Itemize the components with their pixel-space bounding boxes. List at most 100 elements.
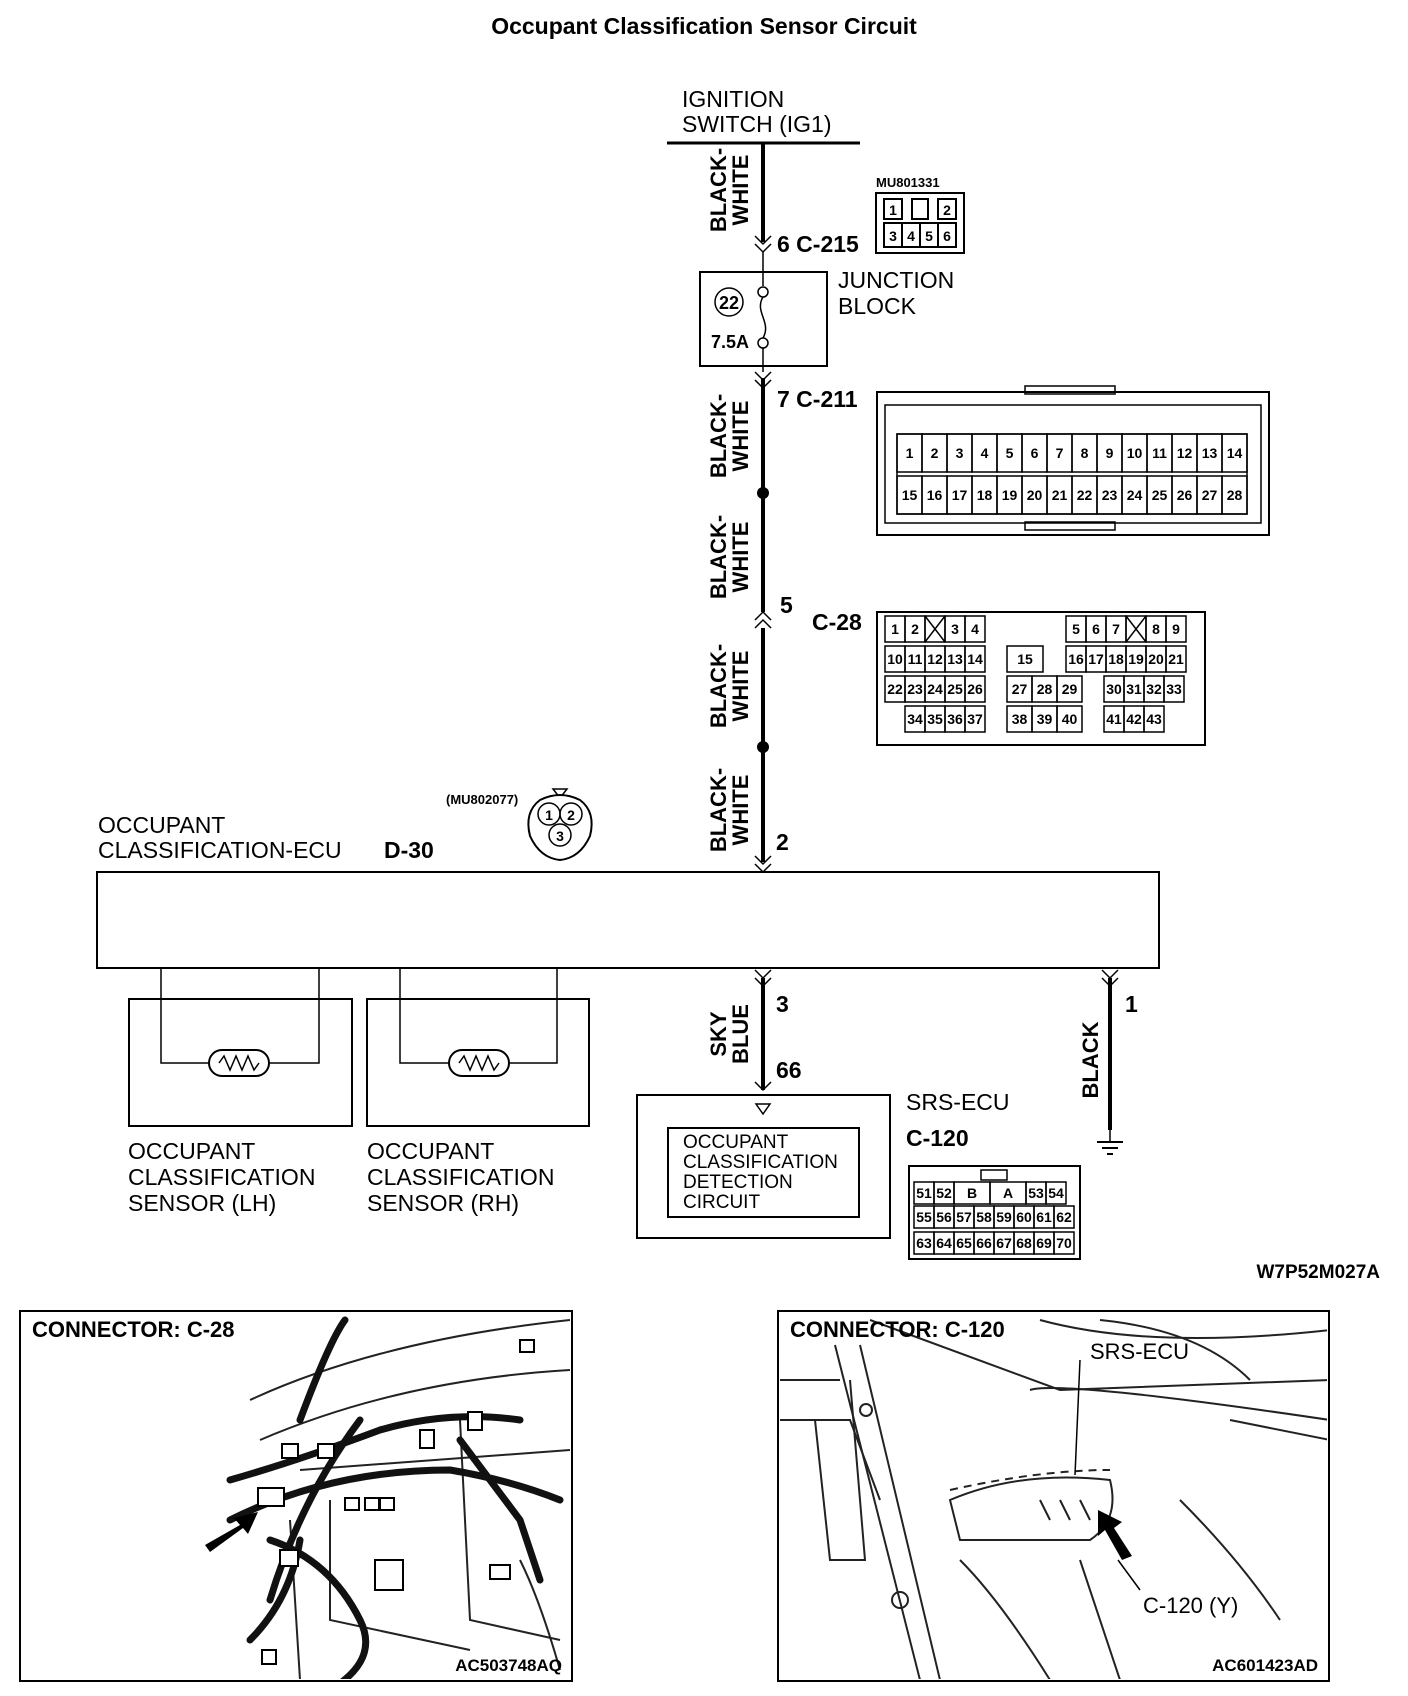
pin-number-8: 8	[1081, 445, 1089, 461]
connector-pin-cell	[1143, 705, 1165, 733]
pin-number-57: 57	[956, 1209, 972, 1225]
c211-label: 7 C-211	[777, 386, 858, 412]
pin-number-39: 39	[1037, 711, 1053, 727]
c28-panel-code: AC503748AQ	[455, 1656, 562, 1675]
connector-pin-cell	[1165, 615, 1187, 643]
pin-number-66: 66	[976, 1235, 992, 1251]
detection-circuit-box	[667, 1127, 860, 1218]
pin-1: 1	[1125, 991, 1138, 1017]
pin-number-1: 1	[891, 621, 899, 637]
pin-number-56: 56	[936, 1209, 952, 1225]
svg-text:BLACK: BLACK	[1078, 1021, 1103, 1098]
pin-number-8: 8	[1152, 621, 1160, 637]
pin-number-61: 61	[1036, 1209, 1052, 1225]
pin-number-43: 43	[1146, 711, 1162, 727]
pin-number-6: 6	[1092, 621, 1100, 637]
circuit-label-1: OCCUPANT	[683, 1132, 789, 1153]
connector-mark-d30-pin3	[754, 969, 772, 988]
pin-number-4: 4	[971, 621, 979, 637]
svg-text:BLACK-: BLACK-	[706, 515, 731, 599]
pin-number-13: 13	[947, 651, 963, 667]
pin-number-35: 35	[927, 711, 943, 727]
connector-c120-location-panel: CONNECTOR: C-120 SRS-ECU C-120 (Y) AC601…	[777, 1310, 1330, 1682]
pin-number-15: 15	[1017, 651, 1033, 667]
pin-number-30: 30	[1106, 681, 1122, 697]
connector-pin-cell	[1165, 645, 1187, 673]
c120-panel-conn-label: C-120 (Y)	[1143, 1593, 1238, 1618]
svg-text:4: 4	[907, 228, 915, 244]
c120-label: C-120	[906, 1125, 969, 1151]
pin-number-28: 28	[1227, 487, 1243, 503]
pin-number-9: 9	[1106, 445, 1114, 461]
connector-pin-cell	[964, 645, 986, 673]
pin-number-31: 31	[1126, 681, 1142, 697]
pin-number-1: 1	[906, 445, 914, 461]
connector-mark-c211	[754, 371, 772, 390]
pin-number-10: 10	[1127, 445, 1143, 461]
pin-number-13: 13	[1202, 445, 1218, 461]
pin-number-24: 24	[1127, 487, 1143, 503]
splice-point-2	[757, 741, 769, 753]
pin-number-36: 36	[947, 711, 963, 727]
svg-text:BLACK-: BLACK-	[706, 644, 731, 728]
wire-color-sky-blue: SKY BLUE	[706, 1004, 753, 1064]
pin-number-2: 2	[911, 621, 919, 637]
connector-pin-cell	[1221, 433, 1248, 473]
pin-number-65: 65	[956, 1235, 972, 1251]
svg-text:BLACK-: BLACK-	[706, 148, 731, 232]
pin-number-27: 27	[1012, 681, 1028, 697]
connector-pin-cell	[1053, 1205, 1075, 1229]
pin-number-40: 40	[1062, 711, 1078, 727]
srs-ecu-label: SRS-ECU	[906, 1089, 1010, 1115]
pin-number-52: 52	[936, 1185, 952, 1201]
pin-number-25: 25	[1152, 487, 1168, 503]
wire-color-3: BLACK- WHITE	[706, 515, 753, 599]
pin-number-7: 7	[1056, 445, 1064, 461]
empty-pin-cross	[1125, 615, 1147, 643]
wire-color-5: BLACK- WHITE	[706, 768, 753, 852]
pin-number-3: 3	[956, 445, 964, 461]
svg-text:5: 5	[925, 228, 933, 244]
pin-number-25: 25	[947, 681, 963, 697]
pin-number-18: 18	[1108, 651, 1124, 667]
connector-mark-c120	[754, 1081, 772, 1092]
circuit-label-4: CIRCUIT	[683, 1192, 760, 1213]
pin-number-20: 20	[1148, 651, 1164, 667]
circuit-label-3: DETECTION	[683, 1172, 793, 1193]
pin-number-55: 55	[916, 1209, 932, 1225]
pin-number-17: 17	[1088, 651, 1104, 667]
ecu-label-2: CLASSIFICATION-ECU	[98, 837, 342, 863]
pin-number-14: 14	[967, 651, 983, 667]
pin-number-51: 51	[916, 1185, 932, 1201]
svg-text:WHITE: WHITE	[728, 775, 753, 846]
svg-text:2: 2	[943, 202, 951, 218]
pin-number-22: 22	[887, 681, 903, 697]
pin-number-5: 5	[1006, 445, 1014, 461]
pin-number-70: 70	[1056, 1235, 1072, 1251]
wire-color-4: BLACK- WHITE	[706, 644, 753, 728]
pin-number-53: 53	[1028, 1185, 1044, 1201]
pin-number-42: 42	[1126, 711, 1142, 727]
pin-number-12: 12	[1177, 445, 1193, 461]
svg-text:WHITE: WHITE	[728, 155, 753, 226]
ground-symbol	[1097, 1130, 1123, 1155]
pin-number-27: 27	[1202, 487, 1218, 503]
pin-number-23: 23	[907, 681, 923, 697]
pin-number-26: 26	[967, 681, 983, 697]
ecu-label-1: OCCUPANT	[98, 812, 225, 838]
c215-label: 6 C-215	[777, 231, 859, 257]
pin-number-B: B	[967, 1185, 977, 1201]
connector-pin-cell	[964, 675, 986, 703]
sensor-lh	[128, 968, 353, 1127]
junction-label-2: BLOCK	[838, 293, 917, 319]
pin-number-63: 63	[916, 1235, 932, 1251]
svg-text:1: 1	[545, 807, 553, 823]
pin-number-9: 9	[1172, 621, 1180, 637]
connector-c28-location-panel: CONNECTOR: C-28 AC503748AQ	[19, 1310, 573, 1682]
d30-part: (MU802077)	[446, 792, 518, 807]
c120-floor-illustration	[780, 1319, 1327, 1679]
connector-mark-ground	[1101, 969, 1119, 988]
d30-connector-face: 1 2 3	[527, 788, 593, 862]
